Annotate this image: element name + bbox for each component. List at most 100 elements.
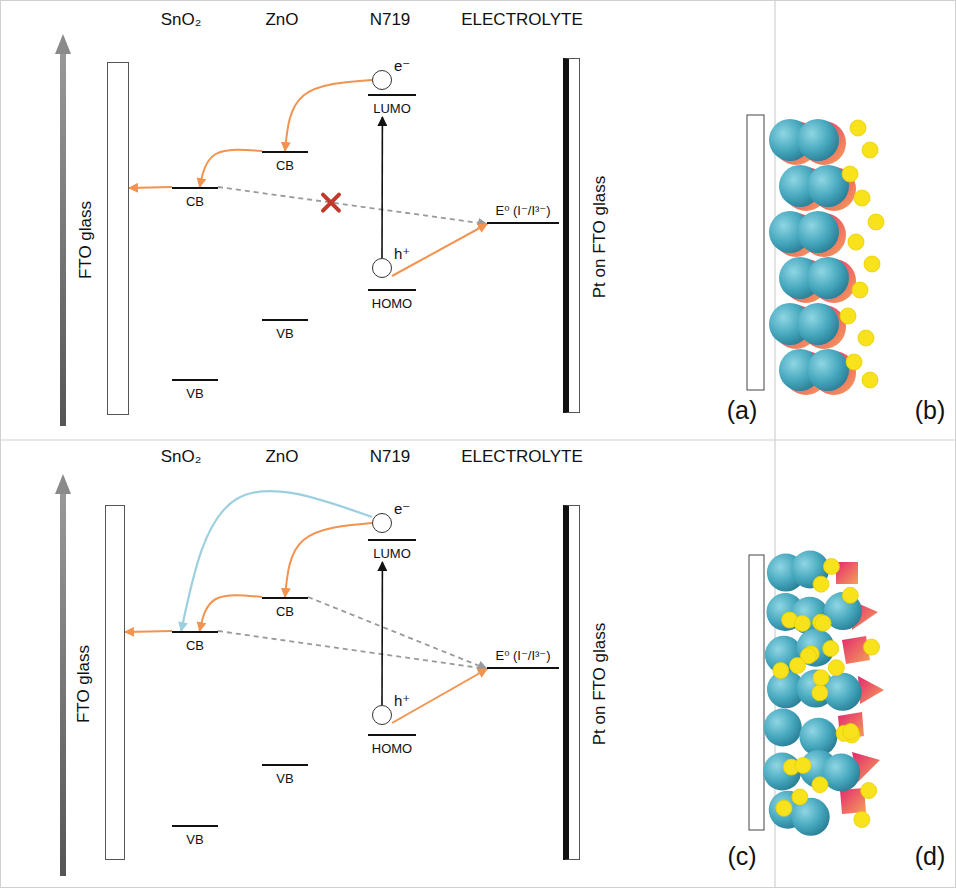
column-heading: ELECTROLYTE <box>461 447 583 467</box>
electron-transfer-arrow <box>381 117 383 258</box>
dye-dot <box>842 587 858 603</box>
electron-transfer-arrow <box>392 224 487 276</box>
redox-level: E⁰ (I⁻/I³⁻) <box>487 646 559 669</box>
electron-transfer-arrow <box>285 80 372 151</box>
column-heading: ELECTROLYTE <box>461 10 583 30</box>
blocked-mark <box>323 195 339 211</box>
text-holder: Pt on FTO glass <box>590 622 610 745</box>
text-holder: e⁻ <box>394 57 410 75</box>
fto-glass-plate <box>749 555 764 830</box>
dye-dot <box>842 166 858 182</box>
level-label: VB <box>276 326 293 341</box>
dye-dot <box>843 724 859 740</box>
fto-electrode: FTO glass <box>107 62 129 415</box>
level-label: LUMO <box>373 546 411 561</box>
level-label: LUMO <box>373 101 411 116</box>
dye-dot <box>854 190 870 206</box>
level-label: CB <box>276 604 294 619</box>
sno2-particle <box>797 303 839 345</box>
column-heading: SnO₂ <box>161 447 202 467</box>
text-holder: Pt on FTO glass <box>590 175 610 298</box>
dye-dot <box>848 234 864 250</box>
dye-dot <box>813 670 829 686</box>
counter-electrode: Pt on FTO glass <box>563 58 580 413</box>
sno2-particle <box>807 257 849 299</box>
dye-dot <box>868 214 884 230</box>
electron-transfer-arrow <box>129 187 172 188</box>
dye-dot <box>850 120 866 136</box>
level-label: E⁰ (I⁻/I³⁻) <box>495 648 550 663</box>
level-label: CB <box>276 158 294 173</box>
electron-transfer-arrow <box>200 150 262 187</box>
dye-dot <box>828 660 844 676</box>
energy-axis <box>60 492 66 876</box>
dye-dot <box>815 615 831 631</box>
energy-level: CB <box>172 187 218 210</box>
dye-dot <box>773 662 789 678</box>
energy-level: VB <box>262 764 308 787</box>
level-label: CB <box>186 194 204 209</box>
energy-level: CB <box>262 151 308 174</box>
energy-level: VB <box>172 825 218 848</box>
panel-letter: (d) <box>915 842 946 871</box>
counter-electrode: Pt on FTO glass <box>563 505 580 860</box>
electron-transfer-arrow <box>308 597 487 669</box>
electron-transfer-arrow <box>200 595 262 631</box>
energy-level: CB <box>262 597 308 620</box>
electron-transfer-arrow <box>218 187 487 224</box>
charge-carrier: h⁺ <box>372 705 392 725</box>
sno2-particle <box>764 709 802 747</box>
dye-dot <box>854 812 870 828</box>
dye-dot <box>792 789 808 805</box>
dye-dot <box>852 282 868 298</box>
dye-dot <box>776 800 792 816</box>
energy-level: HOMO <box>368 289 416 312</box>
level-label: CB <box>186 638 204 653</box>
column-heading: N719 <box>370 10 411 30</box>
charge-carrier: e⁻ <box>372 70 392 90</box>
energy-level: LUMO <box>368 539 416 562</box>
charge-carrier: h⁺ <box>372 258 392 278</box>
dye-dot <box>823 641 839 657</box>
electron-transfer-arrow <box>125 631 172 632</box>
carrier-label: e⁻ <box>394 57 410 74</box>
column-heading: ZnO <box>265 10 298 30</box>
zno-crystal <box>858 676 884 704</box>
sno2-particle <box>763 752 801 790</box>
electron-transfer-arrow <box>392 669 487 723</box>
dye-dot <box>823 558 839 574</box>
dye-dot <box>790 657 806 673</box>
film-sketch <box>747 115 884 395</box>
fto-electrode: FTO glass <box>105 505 125 860</box>
sno2-particle <box>807 349 849 391</box>
fto-glass-plate <box>747 115 764 390</box>
electrode-label: FTO glass <box>76 200 95 278</box>
dye-dot <box>858 330 874 346</box>
dye-dot <box>812 685 828 701</box>
level-label: HOMO <box>372 741 412 756</box>
electron-transfer-arrow <box>181 491 372 631</box>
dye-dot <box>861 783 877 799</box>
column-heading: N719 <box>370 447 411 467</box>
electrode-label: Pt on FTO glass <box>590 175 609 298</box>
energy-axis-head <box>55 34 71 54</box>
level-label: E⁰ (I⁻/I³⁻) <box>495 203 550 218</box>
dye-dot <box>862 142 878 158</box>
energy-level: CB <box>172 631 218 654</box>
dye-dot <box>862 372 878 388</box>
energy-level: HOMO <box>368 734 416 757</box>
text-holder: h⁺ <box>394 245 410 263</box>
carrier-label: h⁺ <box>394 692 410 709</box>
electrode-label: FTO glass <box>74 644 93 722</box>
panel-letter: (b) <box>915 396 946 425</box>
sno2-particle <box>797 119 839 161</box>
level-label: VB <box>276 771 293 786</box>
dye-dot <box>795 757 811 773</box>
charge-carrier: e⁻ <box>372 513 392 533</box>
level-label: HOMO <box>372 296 412 311</box>
electron-transfer-arrow <box>381 562 383 705</box>
column-heading: ZnO <box>265 447 298 467</box>
dye-dot <box>812 777 828 793</box>
